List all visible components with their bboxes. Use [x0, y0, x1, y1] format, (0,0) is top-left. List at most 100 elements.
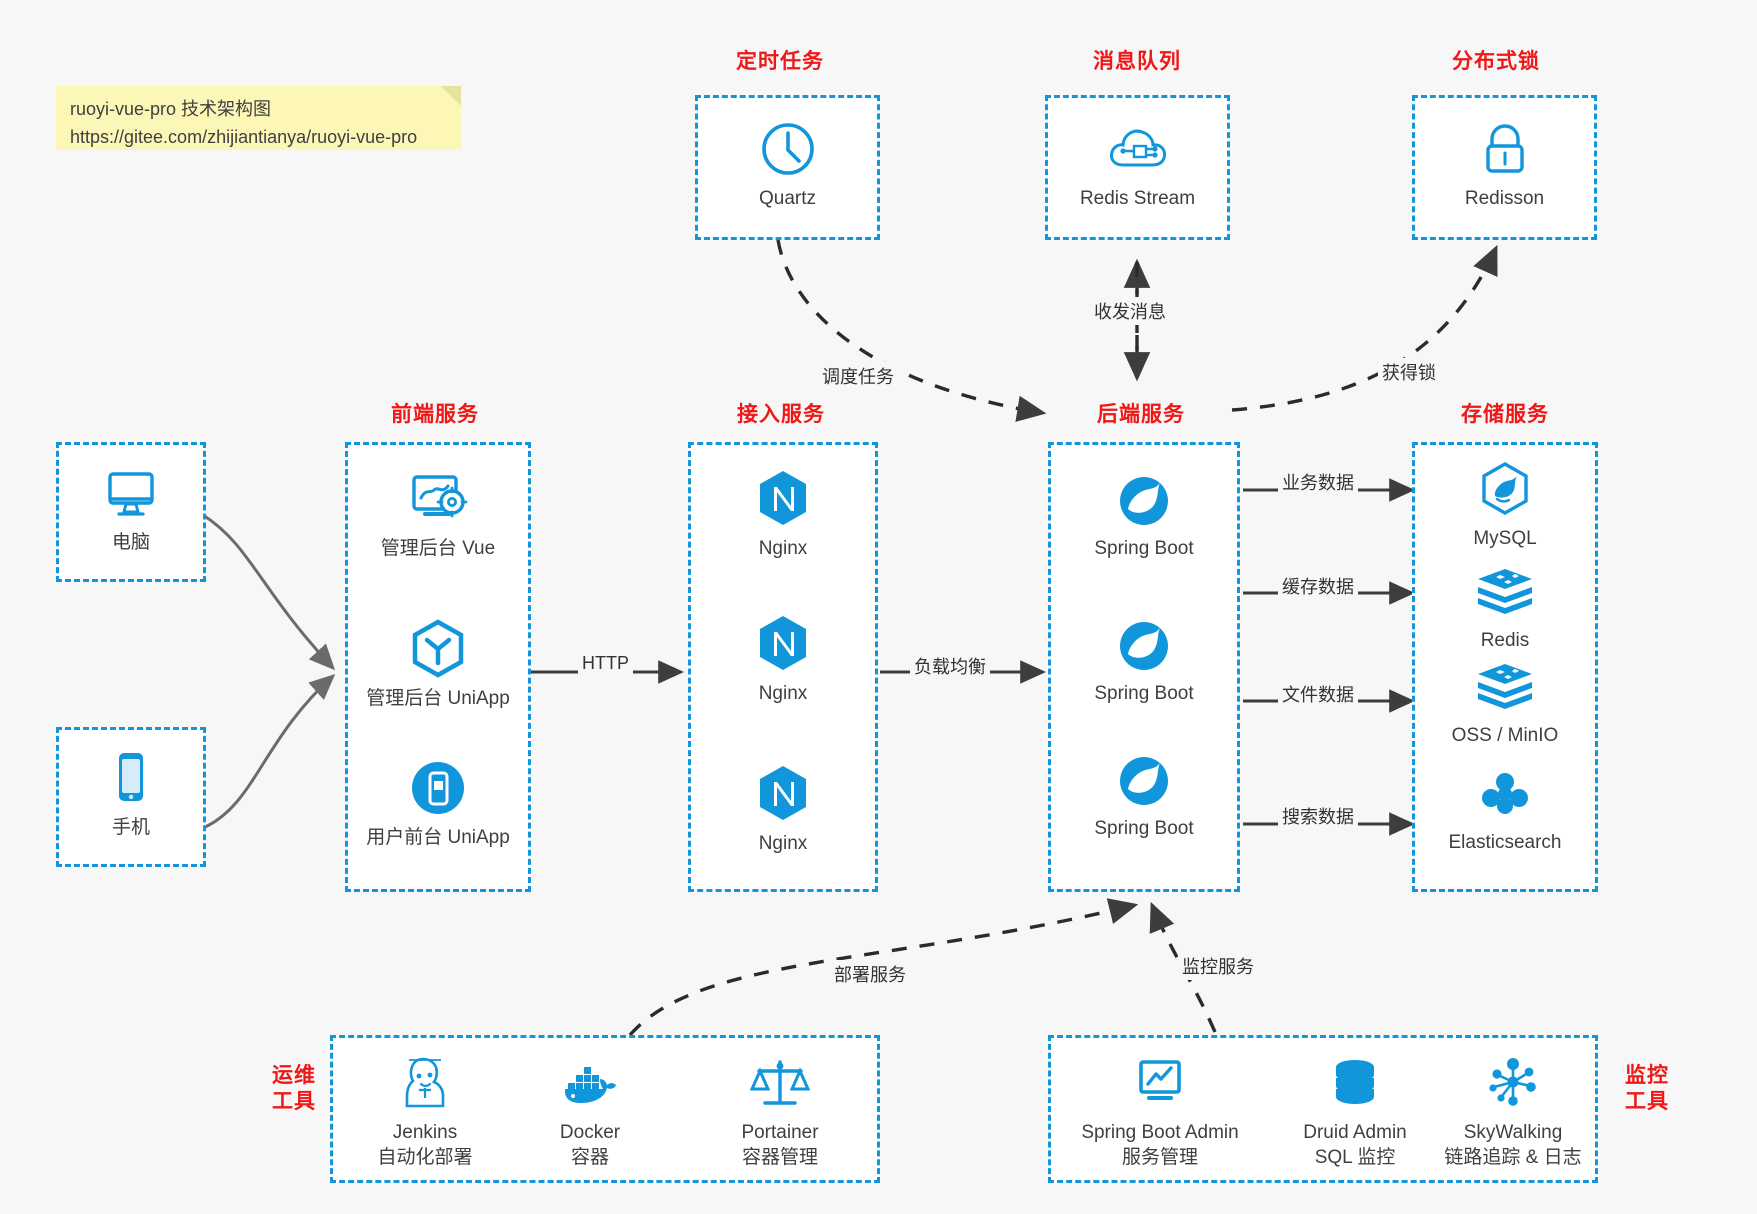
node-user-uniapp[interactable]: 用户前台 UniApp	[345, 757, 531, 850]
node-label: MySQL	[1473, 528, 1537, 549]
node-label: Quartz	[758, 188, 817, 209]
node-label: Portainer	[741, 1122, 819, 1143]
elasticsearch-icon	[1476, 762, 1534, 824]
node-admin-uniapp[interactable]: 管理后台 UniApp	[345, 618, 531, 711]
node-druid-admin[interactable]: Druid Admin SQL 监控	[1270, 1052, 1440, 1170]
node-docker[interactable]: Docker 容器	[505, 1052, 675, 1170]
node-nginx-3[interactable]: Nginx	[688, 763, 878, 856]
node-label: Spring Boot	[1094, 683, 1194, 704]
note-fold-corner	[441, 86, 461, 106]
node-label: Spring Boot	[1094, 538, 1194, 559]
node-spring-boot-2[interactable]: Spring Boot	[1048, 613, 1240, 706]
group-title-gateway: 接入服务	[737, 403, 825, 426]
group-title-scheduler: 定时任务	[736, 50, 824, 73]
jenkins-butler-icon	[397, 1052, 453, 1114]
node-label: 管理后台 UniApp	[366, 688, 510, 709]
edge-label-schedule-task: 调度任务	[818, 362, 898, 390]
redis-stack-icon	[1474, 560, 1536, 622]
node-oss-minio[interactable]: OSS / MinIO	[1412, 655, 1598, 748]
edge-label-file-data: 文件数据	[1278, 680, 1358, 708]
node-label: Jenkins	[392, 1122, 458, 1143]
group-title-monitor: 监控 工具	[1608, 1063, 1686, 1116]
node-sublabel: 容器管理	[741, 1147, 818, 1169]
group-title-devops-line2: 工具	[272, 1090, 316, 1114]
docker-whale-icon	[559, 1052, 621, 1114]
clock-icon	[758, 118, 818, 180]
node-portainer[interactable]: Portainer 容器管理	[690, 1052, 870, 1170]
edge-label-business-data: 业务数据	[1278, 468, 1358, 496]
node-label: Nginx	[758, 538, 808, 559]
group-title-storage: 存储服务	[1461, 403, 1549, 426]
desktop-monitor-icon	[101, 462, 161, 524]
note-title: ruoyi-vue-pro 技术架构图	[70, 99, 272, 119]
mysql-dolphin-icon	[1478, 458, 1532, 520]
edge-label-search-data: 搜索数据	[1278, 802, 1358, 830]
node-skywalking[interactable]: SkyWalking 链路追踪 & 日志	[1418, 1052, 1608, 1170]
group-box-client-mobile	[56, 727, 206, 867]
group-title-devops-line1: 运维	[272, 1064, 316, 1087]
node-admin-vue[interactable]: 管理后台 Vue	[345, 468, 531, 561]
node-sublabel: SQL 监控	[1314, 1147, 1396, 1169]
node-spring-boot-1[interactable]: Spring Boot	[1048, 468, 1240, 561]
edge-label-cache-data: 缓存数据	[1278, 572, 1358, 600]
node-mysql[interactable]: MySQL	[1412, 458, 1598, 551]
node-redis[interactable]: Redis	[1412, 560, 1598, 653]
mobile-phone-icon	[109, 747, 153, 809]
node-label: 手机	[111, 817, 150, 838]
node-redis-stream[interactable]: Redis Stream	[1045, 118, 1230, 211]
node-sublabel: 服务管理	[1121, 1147, 1198, 1169]
lock-icon	[1477, 118, 1533, 180]
group-title-monitor-line2: 工具	[1625, 1090, 1669, 1114]
spring-leaf-icon	[1114, 613, 1174, 675]
dashboard-gear-icon	[406, 468, 470, 530]
database-cylinder-icon	[1327, 1052, 1383, 1114]
node-label: Docker	[559, 1122, 621, 1143]
node-sublabel: 容器	[570, 1147, 609, 1169]
spring-leaf-icon	[1114, 468, 1174, 530]
group-title-backend: 后端服务	[1097, 403, 1185, 426]
edge-label-monitor-service: 监控服务	[1178, 952, 1258, 980]
node-label: Redis	[1480, 630, 1530, 651]
nginx-icon	[755, 763, 811, 825]
object-storage-icon	[1474, 655, 1536, 717]
node-desktop[interactable]: 电脑	[56, 462, 206, 555]
node-spring-boot-3[interactable]: Spring Boot	[1048, 748, 1240, 841]
cloud-network-icon	[1106, 118, 1170, 180]
edge-label-http: HTTP	[578, 652, 633, 675]
spring-leaf-icon	[1114, 748, 1174, 810]
node-redisson[interactable]: Redisson	[1412, 118, 1597, 211]
node-nginx-2[interactable]: Nginx	[688, 613, 878, 706]
node-label: 用户前台 UniApp	[366, 827, 510, 848]
node-label: 管理后台 Vue	[380, 538, 496, 559]
node-nginx-1[interactable]: Nginx	[688, 468, 878, 561]
node-label: Druid Admin	[1303, 1122, 1407, 1143]
group-box-lock	[1412, 95, 1597, 240]
group-title-monitor-line1: 监控	[1625, 1064, 1669, 1087]
node-sublabel: 自动化部署	[377, 1147, 473, 1169]
node-label: Nginx	[758, 833, 808, 854]
group-title-mq: 消息队列	[1093, 50, 1181, 73]
node-label: Spring Boot	[1094, 818, 1194, 839]
node-label: SkyWalking	[1463, 1122, 1563, 1143]
node-jenkins[interactable]: Jenkins 自动化部署	[340, 1052, 510, 1170]
node-label: Redisson	[1464, 188, 1545, 209]
edge-label-send-receive-msg: 收发消息	[1090, 297, 1170, 325]
diagram-note: ruoyi-vue-pro 技术架构图 https://gitee.com/zh…	[56, 86, 461, 150]
portainer-scale-icon	[749, 1052, 811, 1114]
node-quartz[interactable]: Quartz	[695, 118, 880, 211]
node-elasticsearch[interactable]: Elasticsearch	[1412, 762, 1598, 855]
edge-label-deploy-service: 部署服务	[830, 960, 910, 988]
node-mobile[interactable]: 手机	[56, 747, 206, 840]
note-url: https://gitee.com/zhijiantianya/ruoyi-vu…	[70, 126, 418, 147]
group-title-devops: 运维 工具	[255, 1063, 333, 1116]
monitor-chart-icon	[1130, 1052, 1190, 1114]
group-title-lock: 分布式锁	[1452, 50, 1540, 73]
nginx-icon	[755, 613, 811, 675]
node-label: Elasticsearch	[1448, 832, 1562, 853]
node-label: Spring Boot Admin	[1081, 1122, 1239, 1143]
node-spring-boot-admin[interactable]: Spring Boot Admin 服务管理	[1060, 1052, 1260, 1170]
group-title-frontend: 前端服务	[391, 403, 479, 426]
node-sublabel: 链路追踪 & 日志	[1444, 1147, 1582, 1169]
group-box-mq	[1045, 95, 1230, 240]
